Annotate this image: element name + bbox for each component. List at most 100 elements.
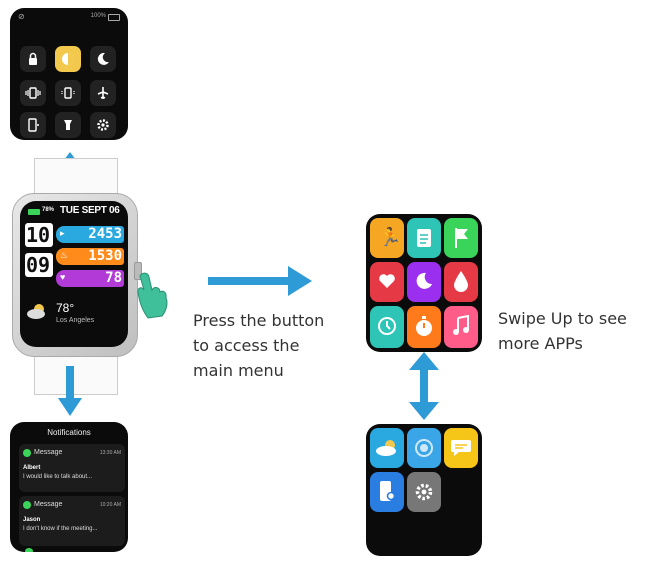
phone-search-icon [380, 481, 397, 502]
heart-rate-bar [56, 270, 124, 287]
finger-press-icon [137, 272, 168, 319]
notification-time: 10:20 AM [99, 502, 121, 508]
moon-icon [416, 272, 432, 289]
blood-oxygen-app[interactable] [444, 262, 478, 302]
vibration-off-icon [61, 87, 75, 99]
watch-strap-bottom [34, 354, 118, 395]
chat-bubble-icon [451, 440, 471, 456]
do-not-disturb-toggle[interactable] [90, 46, 116, 72]
status-icon: ⊘ [18, 12, 25, 21]
vibration-off-toggle[interactable] [55, 80, 81, 106]
weather-cloud-icon [27, 304, 45, 319]
notification-app: Message [34, 449, 63, 456]
timer-icon [378, 317, 396, 335]
press-button-arrow [208, 266, 312, 296]
find-phone-app[interactable] [370, 472, 404, 512]
breathe-app[interactable] [407, 428, 441, 468]
app-menu-page-1: 🏃 [366, 214, 482, 352]
brightness-toggle[interactable] [55, 46, 81, 72]
music-note-icon [453, 315, 469, 335]
notification-sender: Jason [23, 517, 41, 523]
steps-value: 2453 [88, 226, 122, 242]
battery-level: 78% [42, 207, 55, 213]
music-app[interactable] [444, 306, 478, 348]
message-app-icon [23, 501, 31, 509]
heart-icon [379, 274, 395, 288]
airplane-toggle[interactable] [90, 80, 116, 106]
settings-toggle[interactable] [90, 112, 116, 138]
flag-icon [455, 228, 468, 248]
phone-icon [28, 118, 39, 132]
app-menu-page-2 [366, 424, 482, 556]
swipe-caption-line-1: Swipe Up to see [498, 309, 627, 328]
notifications-title: Notifications [47, 428, 91, 437]
find-phone-toggle[interactable] [20, 112, 46, 138]
battery-indicator [28, 209, 40, 215]
sleep-app[interactable] [407, 262, 441, 302]
flag-app[interactable] [444, 218, 478, 258]
lock-toggle[interactable] [20, 46, 46, 72]
control-center-screen: ⊘ 100% [10, 8, 128, 140]
hour-box [25, 223, 53, 247]
lock-icon [29, 52, 37, 65]
notification-text: I would like to talk about... [23, 474, 93, 480]
watch-side-button[interactable] [134, 262, 142, 280]
notification-sender: Albert [23, 465, 41, 471]
settings-app[interactable] [407, 472, 441, 512]
steps-bar [56, 226, 124, 243]
document-icon [417, 229, 431, 247]
swipe-caption-line-2: more APPs [498, 334, 583, 353]
heart-rate-value: 78 [105, 270, 122, 286]
notification-text: I don't know if the meeting... [23, 526, 98, 532]
minute-box [25, 253, 53, 277]
steps-icon: ▸ [60, 228, 65, 238]
swipe-up-arrow [58, 366, 82, 416]
messages-app[interactable] [444, 428, 478, 468]
battery-status: 100% [90, 13, 106, 19]
heart-icon: ♥ [60, 272, 66, 282]
press-caption-line-3: main menu [193, 361, 284, 380]
flashlight-icon [64, 120, 72, 130]
calories-bar [56, 248, 124, 265]
breathe-circle-icon [415, 439, 433, 457]
timer-app[interactable] [370, 306, 404, 348]
notification-card[interactable]: Message 13:30 AM Albert I would like to … [19, 444, 125, 492]
stopwatch-app[interactable] [407, 306, 441, 348]
brightness-icon [62, 53, 74, 65]
calories-value: 1530 [88, 248, 122, 264]
flame-icon: ♨ [60, 250, 69, 260]
blood-drop-icon [454, 271, 468, 292]
date-label: TUE SEPT 06 [60, 205, 120, 216]
press-caption-line-2: to access the [193, 336, 300, 355]
vibration-toggle[interactable] [20, 80, 46, 106]
swipe-caption: Swipe Up to see more APPs [498, 306, 650, 356]
press-caption-line-1: Press the button [193, 311, 325, 330]
temperature-value: 78° [56, 301, 75, 315]
swipe-up-down-arrow [409, 352, 439, 420]
workout-app[interactable]: 🏃 [370, 218, 404, 258]
message-app-icon [23, 449, 31, 457]
notes-app[interactable] [407, 218, 441, 258]
gear-icon [415, 483, 433, 501]
press-button-caption: Press the button to access the main menu [193, 308, 353, 383]
hour-value: 10 [26, 223, 51, 247]
moon-icon [97, 52, 109, 65]
next-notification-peek [25, 548, 33, 552]
city-label: Los Angeles [56, 317, 95, 324]
flashlight-toggle[interactable] [55, 112, 81, 138]
gear-icon [97, 119, 109, 131]
notification-time: 13:30 AM [99, 450, 121, 456]
minute-value: 09 [26, 253, 51, 277]
weather-app[interactable] [370, 428, 404, 468]
notifications-screen: Notifications Message 13:30 AM Albert I … [10, 422, 128, 552]
heart-rate-app[interactable] [370, 262, 404, 302]
stopwatch-icon [416, 316, 432, 336]
battery-icon [108, 14, 120, 21]
watch-face-screen: 78% TUE SEPT 06 10 09 ▸ 2453 ♨ 1530 ♥ 78… [20, 201, 128, 347]
airplane-icon [97, 87, 109, 99]
weather-cloud-icon [376, 440, 396, 456]
notification-card[interactable]: Message 10:20 AM Jason I don't know if t… [19, 496, 125, 546]
vibration-icon [25, 87, 41, 99]
running-icon: 🏃 [379, 227, 402, 247]
notification-app: Message [34, 501, 63, 508]
